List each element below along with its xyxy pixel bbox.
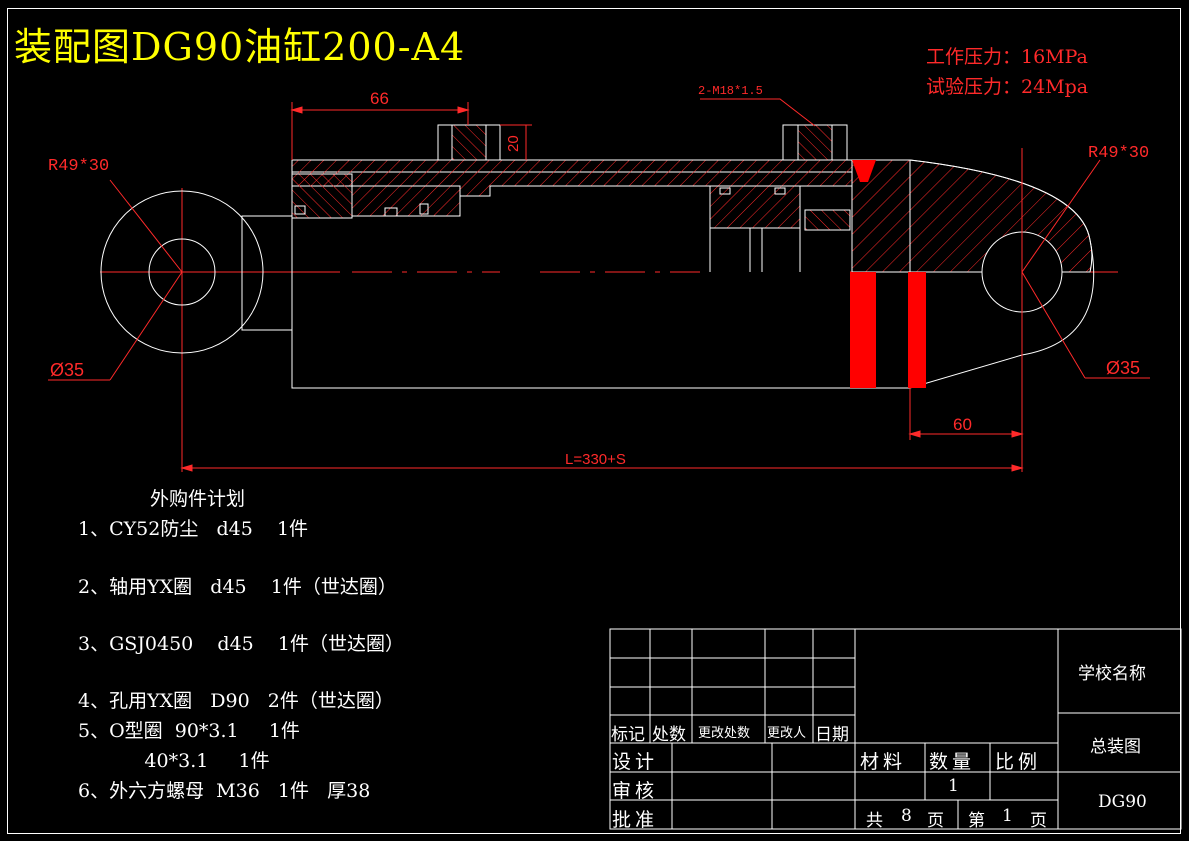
tb-review: 审核: [612, 780, 659, 802]
tb-quantity: 数量: [929, 751, 976, 773]
tb-change-locations: 更改处数: [698, 726, 751, 741]
tb-date: 日期: [815, 725, 849, 745]
tb-page-unit1: 页: [927, 811, 944, 831]
port-left: [437, 124, 501, 161]
tb-quantity-value: 1: [948, 776, 959, 796]
tb-drawing-code: DG90: [1098, 792, 1147, 812]
dim-total: L=330+S: [565, 451, 626, 468]
dimension-lines: [48, 98, 1150, 472]
purchase-item-3: 3、GSJ0450 d45 1件（世达圈）: [78, 633, 404, 655]
purchase-item-4: 4、孔用YX圈 D90 2件（世达圈）: [78, 690, 394, 712]
right-rod-eye-outline: [909, 159, 1095, 389]
purchase-item-6: 6、外六方螺母 M36 1件 厚38: [78, 780, 371, 802]
tb-total-pages: 8: [901, 806, 912, 826]
dim-dia-left: Ø35: [50, 360, 84, 380]
purchase-item-5: 5、O型圈 90*3.1 1件: [78, 720, 300, 742]
purchase-item-2: 2、轴用YX圈 d45 1件（世达圈）: [78, 576, 397, 598]
purchase-item-5b: 40*3.1 1件: [78, 750, 270, 772]
piston-section: [709, 185, 851, 272]
tb-seq-label: 第: [968, 811, 985, 831]
dim-radius-left: R49*30: [48, 157, 109, 176]
purchase-item-1: 1、CY52防尘 d45 1件: [78, 518, 309, 540]
drawing-title: 装配图DG90油缸200-A4: [14, 25, 466, 69]
tb-seq-page: 1: [1002, 806, 1013, 826]
dim-radius-right: R49*30: [1088, 144, 1149, 163]
dim-dia-right: Ø35: [1106, 358, 1140, 378]
tb-school: 学校名称: [1078, 664, 1146, 684]
tb-scale: 比例: [995, 751, 1042, 773]
tb-changer: 更改人: [767, 726, 807, 741]
weld-seams: [850, 160, 926, 388]
tb-material: 材料: [860, 751, 907, 773]
tb-locations: 处数: [652, 725, 686, 745]
tb-design: 设计: [612, 751, 659, 773]
title-block-grid: [609, 628, 1182, 830]
purchase-heading: 外购件计划: [150, 488, 246, 510]
dim-thread: 2-M18*1.5: [698, 84, 763, 98]
dim-66: 66: [370, 89, 389, 108]
tb-page-unit2: 页: [1030, 811, 1047, 831]
port-right: [782, 124, 848, 161]
tb-approve: 批准: [612, 809, 659, 831]
working-pressure: 工作压力：16MPa: [926, 46, 1088, 68]
tb-drawing-name: 总装图: [1090, 737, 1141, 757]
dim-60: 60: [953, 415, 972, 434]
dimension-texts: 66 20 2-M18*1.5 R49*30 R49*30 Ø35 Ø35 60…: [48, 84, 1149, 468]
dim-20: 20: [505, 135, 522, 152]
drawing-frame: [7, 8, 1181, 834]
gland-section: [291, 173, 461, 219]
tb-total-label: 共: [866, 811, 883, 831]
tb-mark: 标记: [611, 725, 645, 745]
test-pressure: 试验压力：24Mpa: [926, 76, 1089, 98]
